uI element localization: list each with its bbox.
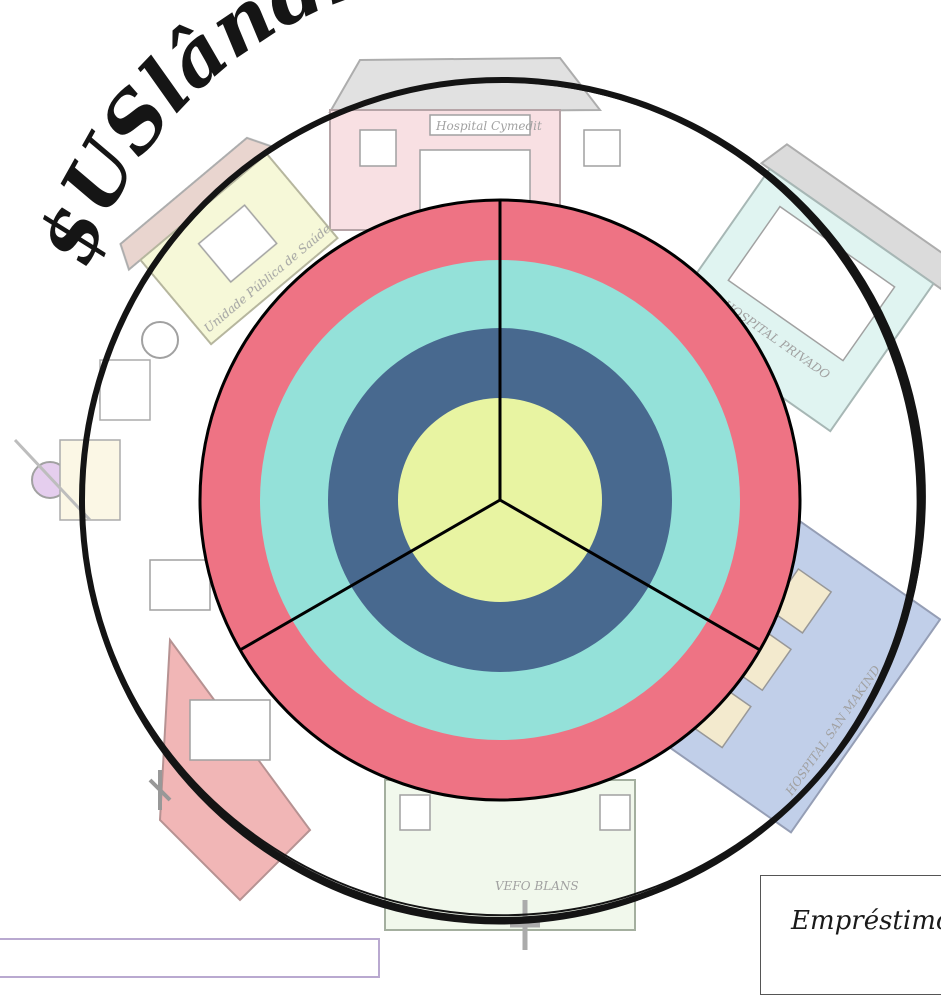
game-board: Hospital Cymedit Unidade Pública de Saúd…	[0, 0, 941, 952]
loan-card-label: Empréstimo	[791, 906, 941, 936]
loan-card[interactable]: Empréstimo	[760, 875, 941, 995]
bottom-building-sign: VEFO BLANS	[495, 879, 579, 893]
bottom-building: VEFO BLANS	[385, 780, 635, 950]
target	[200, 200, 800, 800]
people-figures	[15, 322, 178, 520]
hospital-top-sign: Hospital Cymedit	[435, 119, 542, 133]
bottom-left-card[interactable]	[0, 938, 380, 978]
